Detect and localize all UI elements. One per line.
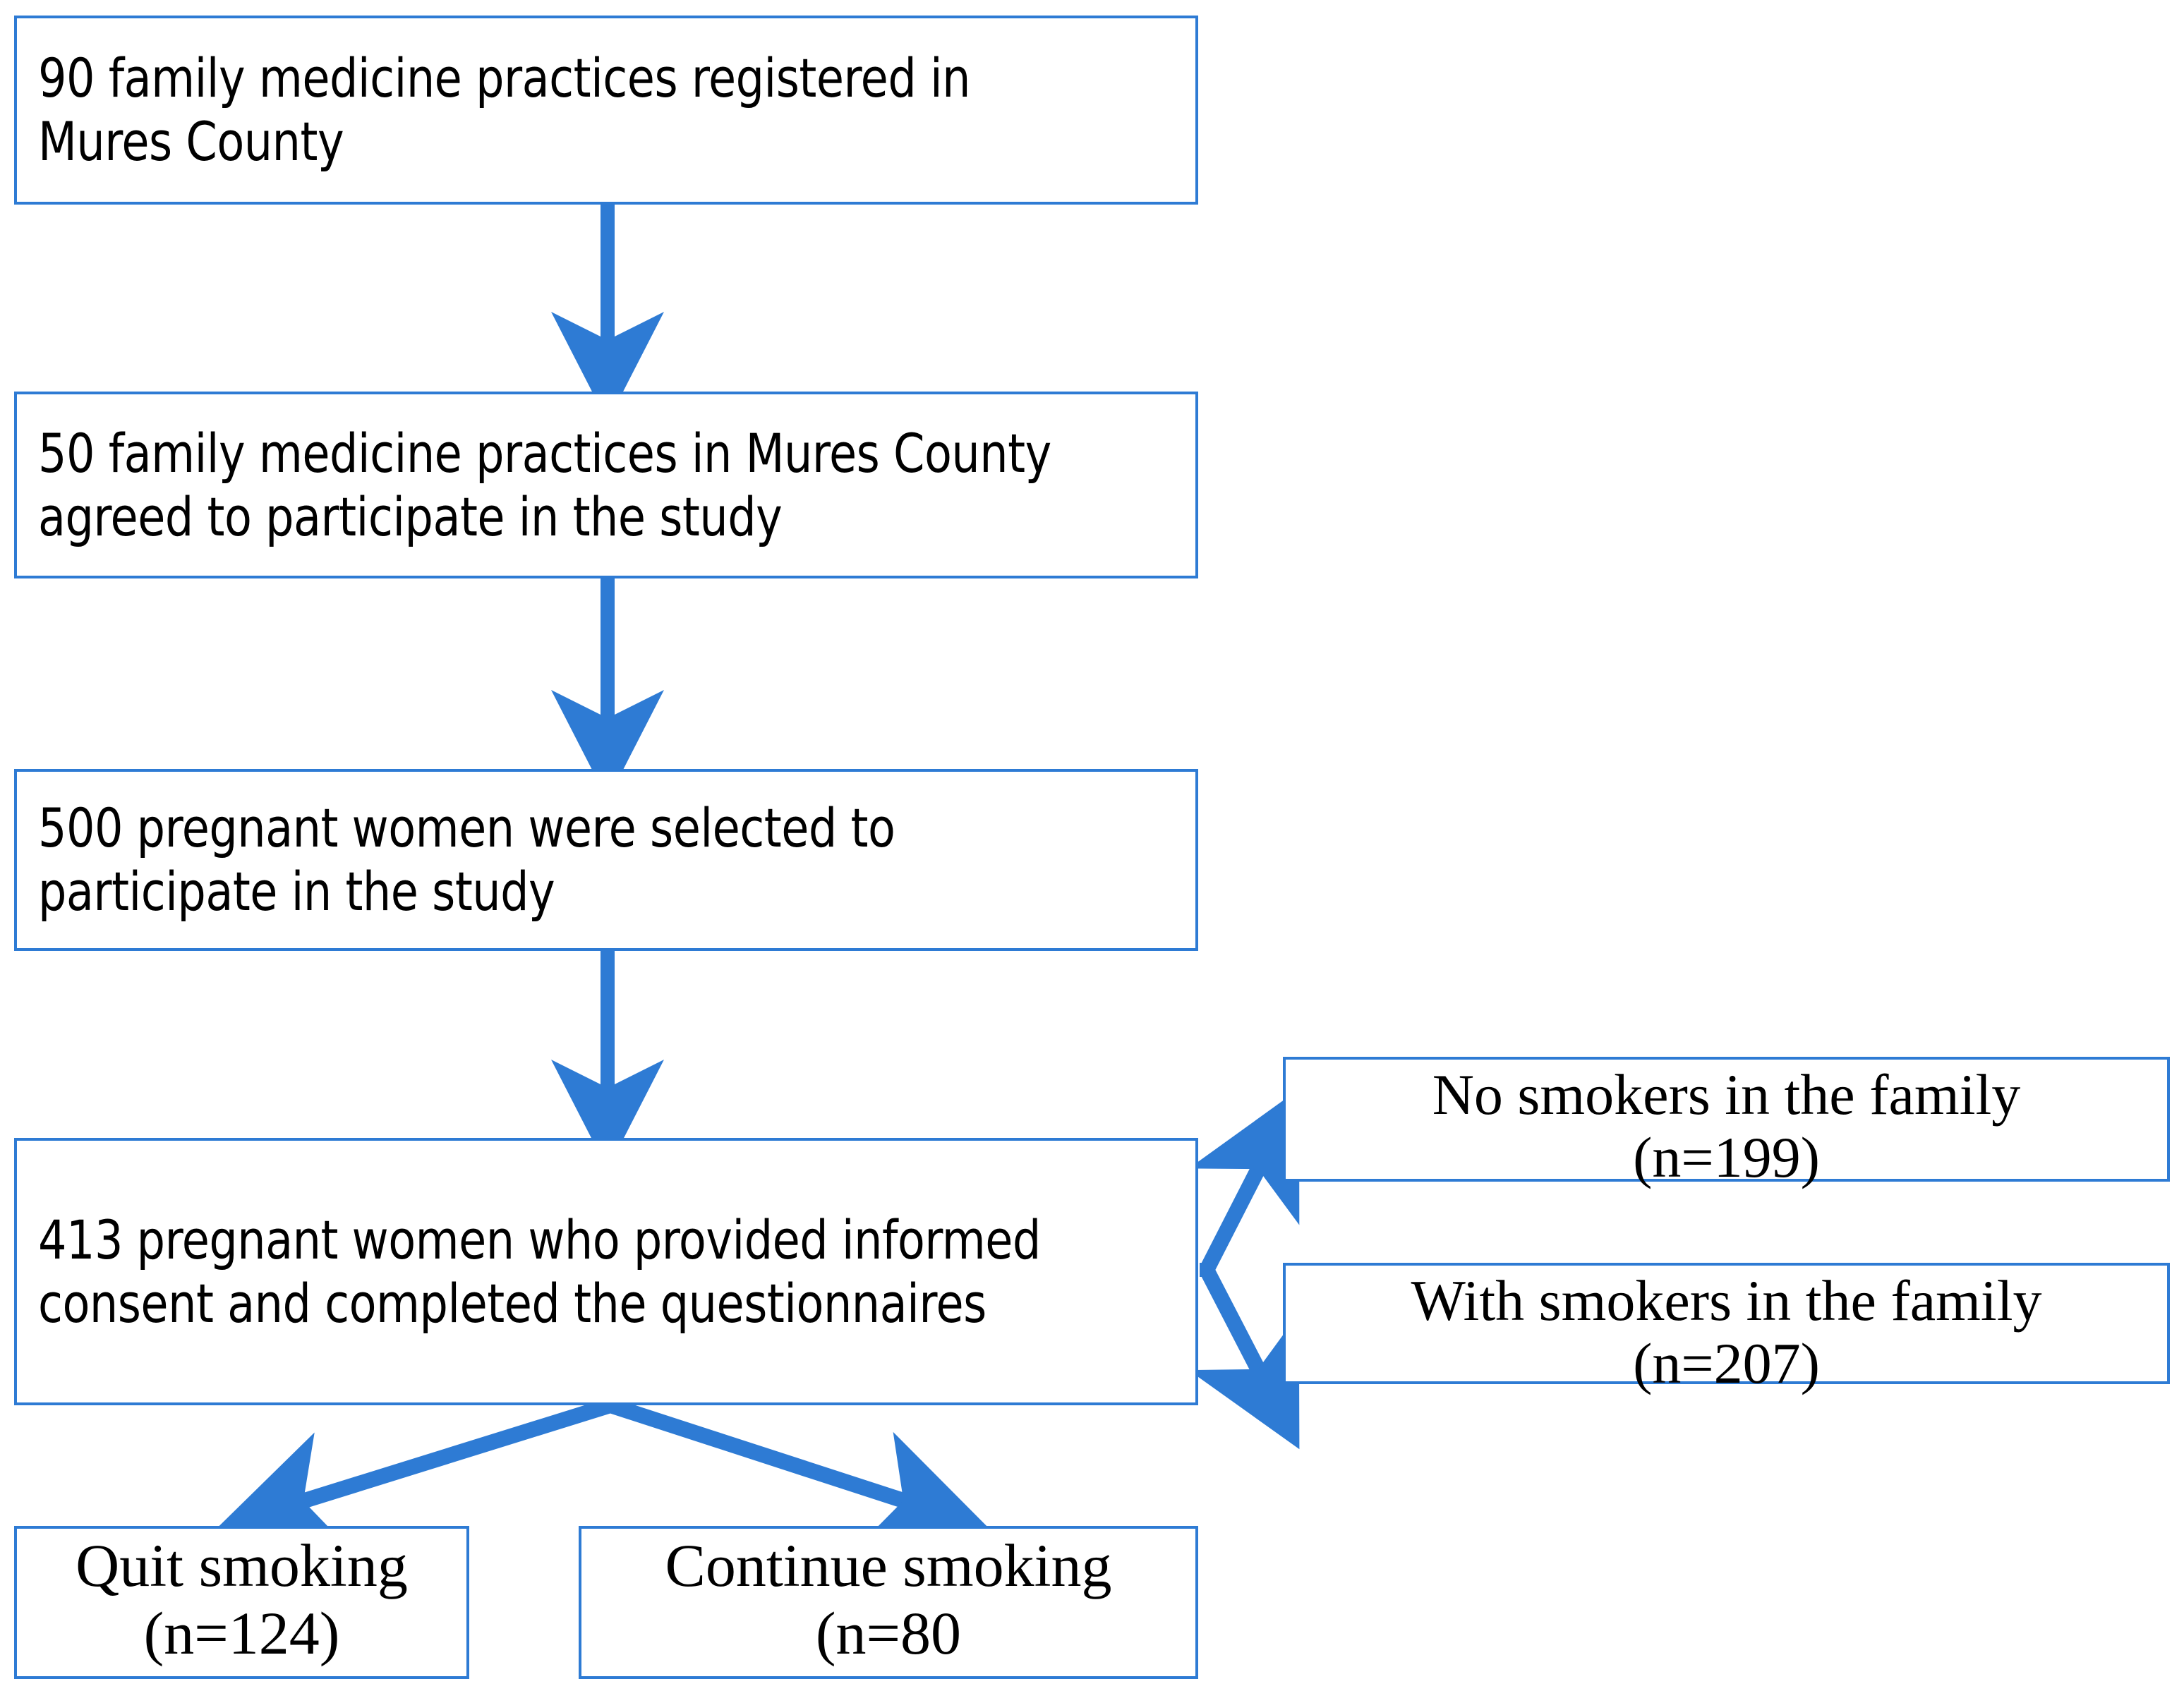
arrow-consented-to-no-smokers — [1188, 1089, 1300, 1277]
node-quit-smoking-line2: (n=124) — [143, 1599, 340, 1668]
node-agreed-practices-label: 50 family medicine practices in Mures Co… — [38, 421, 1051, 548]
node-quit-smoking[interactable]: Quit smoking (n=124) — [14, 1526, 469, 1679]
node-selected-women[interactable]: 500 pregnant women were selected to part… — [14, 769, 1198, 951]
arrow-consented-to-continue-smoking — [608, 1398, 989, 1551]
node-continue-smoking-line1: Continue smoking — [665, 1532, 1112, 1599]
node-consented-women[interactable]: 413 pregnant women who provided informed… — [14, 1138, 1198, 1405]
node-registered-practices[interactable]: 90 family medicine practices registered … — [14, 16, 1198, 205]
arrow-consented-to-quit-smoking — [217, 1398, 613, 1551]
node-with-smokers-line2: (n=207) — [1633, 1331, 1820, 1395]
node-with-smokers-label: With smokers in the family (n=207) — [1296, 1268, 2157, 1395]
node-no-smokers-line1: No smokers in the family — [1432, 1062, 2021, 1127]
node-quit-smoking-label: Quit smoking (n=124) — [24, 1532, 459, 1668]
node-consented-women-label: 413 pregnant women who provided informed… — [38, 1208, 1041, 1335]
node-continue-smoking-line2: (n=80 — [815, 1599, 962, 1668]
node-continue-smoking[interactable]: Continue smoking (n=80 — [579, 1526, 1198, 1679]
node-no-smokers-line2: (n=199) — [1633, 1125, 1820, 1189]
node-selected-women-label: 500 pregnant women were selected to part… — [38, 796, 895, 923]
node-with-smokers[interactable]: With smokers in the family (n=207) — [1283, 1263, 2170, 1394]
node-agreed-practices[interactable]: 50 family medicine practices in Mures Co… — [14, 392, 1198, 578]
node-continue-smoking-label: Continue smoking (n=80 — [589, 1532, 1188, 1668]
node-quit-smoking-line1: Quit smoking — [76, 1532, 408, 1599]
node-no-smokers[interactable]: No smokers in the family (n=199) — [1283, 1057, 2170, 1188]
node-with-smokers-line1: With smokers in the family — [1411, 1268, 2042, 1333]
arrow-consented-to-with-smokers — [1188, 1266, 1300, 1450]
node-no-smokers-label: No smokers in the family (n=199) — [1296, 1062, 2157, 1189]
node-registered-practices-label: 90 family medicine practices registered … — [38, 47, 971, 173]
